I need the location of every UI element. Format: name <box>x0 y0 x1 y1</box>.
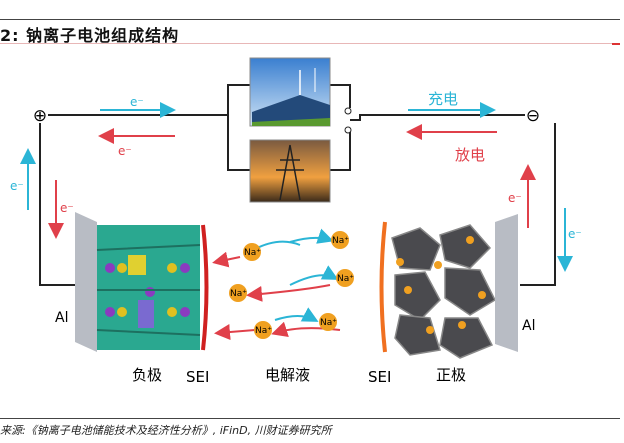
power-tower-image <box>249 139 331 203</box>
sodium-battery-diagram: ⊕ ⊖ e⁻ e⁻ 充电 放电 e⁻ e⁻ e⁻ e⁻ Al Na⁺ Na⁺ N… <box>10 57 582 386</box>
sodium-ion-label: Na⁺ <box>230 289 247 299</box>
anode-collector-plate <box>75 212 97 352</box>
electron-label: e⁻ <box>118 144 132 158</box>
sodium-ion-label: Na⁺ <box>332 236 349 246</box>
solar-wind-image <box>249 57 331 127</box>
figure-title: 2: 钠离子电池组成结构 <box>0 26 180 45</box>
title-underline <box>0 43 620 44</box>
anode-label: 负极 <box>132 366 162 384</box>
switch-contact-top <box>344 107 352 115</box>
electron-label: e⁻ <box>10 179 24 193</box>
anode-sei-layer <box>201 224 209 351</box>
bottom-rule <box>0 418 620 419</box>
electron-label: e⁻ <box>60 201 74 215</box>
sei-label: SEI <box>368 368 391 386</box>
cathode-collector-plate <box>495 214 518 352</box>
electron-label: e⁻ <box>508 191 522 205</box>
electron-label: e⁻ <box>130 95 144 109</box>
anode-structure <box>96 225 201 350</box>
cathode-sei-layer <box>379 221 387 353</box>
sodium-ion-label: Na⁺ <box>337 274 354 284</box>
negative-terminal: ⊖ <box>526 106 540 126</box>
circuit-wires <box>39 84 556 286</box>
cathode-label: 正极 <box>436 366 466 384</box>
electrolyte-label: 电解液 <box>265 366 310 384</box>
electron-label: e⁻ <box>568 227 582 241</box>
cathode-structure <box>391 224 496 359</box>
sodium-ion-label: Na⁺ <box>255 326 272 336</box>
top-rule <box>0 19 620 20</box>
collector-label: Al <box>55 310 68 326</box>
discharge-label: 放电 <box>455 146 485 164</box>
sodium-ions: Na⁺ Na⁺ Na⁺ Na⁺ Na⁺ Na⁺ <box>212 228 354 341</box>
switch-contact-bottom <box>344 126 352 134</box>
sodium-ion-label: Na⁺ <box>244 248 261 258</box>
sodium-ion-label: Na⁺ <box>320 318 337 328</box>
title-red-tick <box>612 43 620 45</box>
charge-label: 充电 <box>428 90 458 108</box>
source-note: 来源:《钠离子电池储能技术及经济性分析》, iFinD, 川财证券研究所 <box>0 424 332 437</box>
collector-label: Al <box>522 318 535 334</box>
sei-label: SEI <box>186 368 209 386</box>
positive-terminal: ⊕ <box>33 106 47 126</box>
